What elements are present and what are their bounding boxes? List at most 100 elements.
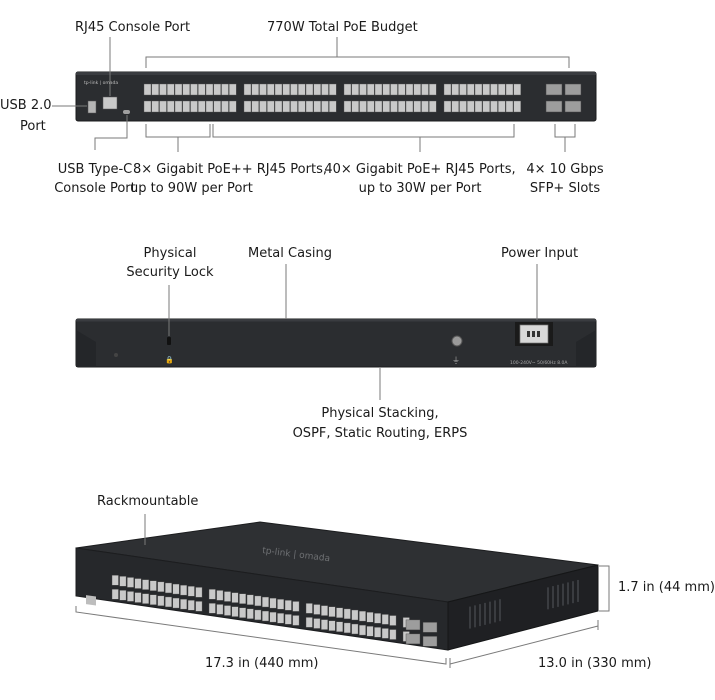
rj45-port xyxy=(298,83,306,96)
rj45-port xyxy=(498,100,506,113)
rj45-port xyxy=(482,83,490,96)
label-security-lock-line1: Physical xyxy=(143,246,197,261)
angled-rj45-port xyxy=(157,595,165,607)
angled-rj45-port xyxy=(262,596,269,608)
rj45-port xyxy=(359,83,367,96)
lock-icon: 🔒 xyxy=(165,356,174,364)
label-stacking-line2: OSPF, Static Routing, ERPS xyxy=(292,426,468,441)
angled-sfp-slot xyxy=(422,622,438,633)
angled-rj45-port xyxy=(126,577,134,588)
label-security-lock-line2: Security Lock xyxy=(126,265,214,280)
angled-rj45-port xyxy=(381,628,389,639)
angled-rj45-port xyxy=(111,575,119,586)
angled-rj45-port xyxy=(208,589,216,600)
angled-port-grid xyxy=(111,575,438,647)
angled-rj45-port xyxy=(305,603,313,614)
rj45-port xyxy=(329,100,337,113)
rj45-port xyxy=(498,83,506,96)
angled-rj45-port xyxy=(187,600,195,611)
rj45-port xyxy=(229,100,237,113)
angled-switch: tp-link | omada xyxy=(75,521,599,651)
label-usbc-line1: USB Type-C xyxy=(57,162,133,177)
angled-rj45-port xyxy=(231,592,239,603)
label-rj45-console-port: RJ45 Console Port xyxy=(75,20,191,35)
angled-rj45-port xyxy=(284,614,292,625)
rj45-port xyxy=(398,83,406,96)
label-poep-line1: 40× Gigabit PoE+ RJ45 Ports, xyxy=(324,162,516,177)
label-usb2-line2: Port xyxy=(20,119,46,134)
rj45-port xyxy=(182,83,190,96)
rj45-port xyxy=(259,83,267,96)
rj45-port xyxy=(151,100,159,113)
security-lock-slot xyxy=(167,337,171,345)
rj45-port xyxy=(167,100,175,113)
angled-rj45-port xyxy=(142,593,150,604)
rj45-port xyxy=(274,83,283,96)
label-stacking-line1: Physical Stacking, xyxy=(321,406,439,421)
rj45-port xyxy=(313,100,321,113)
label-usbc-line2: Console Port xyxy=(54,181,136,196)
power-rating-text: 100-240V~ 50/60Hz 8.0A xyxy=(510,360,568,366)
label-sfp-line1: 4× 10 Gbps xyxy=(526,162,604,177)
angled-rj45-port xyxy=(246,608,254,620)
angled-rj45-port xyxy=(223,591,231,602)
rj45-port xyxy=(143,83,152,96)
rj45-port xyxy=(190,100,198,113)
rj45-port xyxy=(221,83,229,96)
rj45-port xyxy=(305,100,314,113)
usb-port-icon xyxy=(87,100,97,114)
rj45-console-port xyxy=(102,96,118,110)
rj45-port xyxy=(421,100,429,113)
rj45-port xyxy=(513,100,521,113)
angled-rj45-port xyxy=(231,606,239,617)
rj45-port xyxy=(413,100,421,113)
rj45-port xyxy=(443,83,452,96)
angled-console-port xyxy=(86,595,96,606)
angled-rj45-port xyxy=(328,620,336,631)
rj45-port xyxy=(390,83,398,96)
sfp-slot-group xyxy=(545,83,582,113)
angled-rj45-port xyxy=(262,610,269,622)
front-leader-lines xyxy=(52,37,576,152)
rj45-port xyxy=(259,100,267,113)
sfp-slot xyxy=(564,100,582,113)
rj45-port xyxy=(405,83,414,96)
label-metal-casing: Metal Casing xyxy=(248,246,332,261)
rj45-port xyxy=(213,100,221,113)
angled-rj45-port xyxy=(172,583,180,595)
rj45-port xyxy=(429,83,437,96)
angled-rj45-port xyxy=(134,578,142,589)
rj45-port xyxy=(282,83,290,96)
rj45-port xyxy=(205,83,214,96)
rj45-port xyxy=(198,83,206,96)
rj45-port xyxy=(159,83,167,96)
angled-sfp-slot xyxy=(405,633,421,645)
label-usb2-line1: USB 2.0 xyxy=(0,98,52,113)
angled-rj45-port xyxy=(172,597,180,609)
rear-leader-lines xyxy=(168,264,538,400)
rj45-port xyxy=(459,83,467,96)
angled-rj45-port xyxy=(216,604,224,615)
angled-rj45-port xyxy=(195,587,203,598)
angled-rj45-port xyxy=(164,596,172,608)
side-vents xyxy=(469,579,579,629)
sfp-slot xyxy=(545,100,563,113)
angled-rj45-port xyxy=(208,603,216,614)
angled-rj45-port xyxy=(239,593,247,604)
rj45-port xyxy=(467,83,475,96)
angled-rj45-port xyxy=(351,623,359,635)
rj45-port xyxy=(151,83,159,96)
rj45-port xyxy=(421,83,429,96)
rj45-port xyxy=(429,100,437,113)
label-poepp-line1: 8× Gigabit PoE++ RJ45 Ports, xyxy=(133,162,327,177)
dimension-lines xyxy=(75,514,610,668)
angled-rj45-port xyxy=(313,604,321,615)
rj45-port xyxy=(313,83,321,96)
angled-rj45-port xyxy=(164,582,172,594)
rj45-port xyxy=(367,83,375,96)
angled-rj45-port xyxy=(254,609,262,621)
rj45-port xyxy=(282,100,290,113)
rj45-port xyxy=(221,100,229,113)
angled-rj45-port xyxy=(223,605,231,616)
angled-rj45-port xyxy=(328,606,336,617)
